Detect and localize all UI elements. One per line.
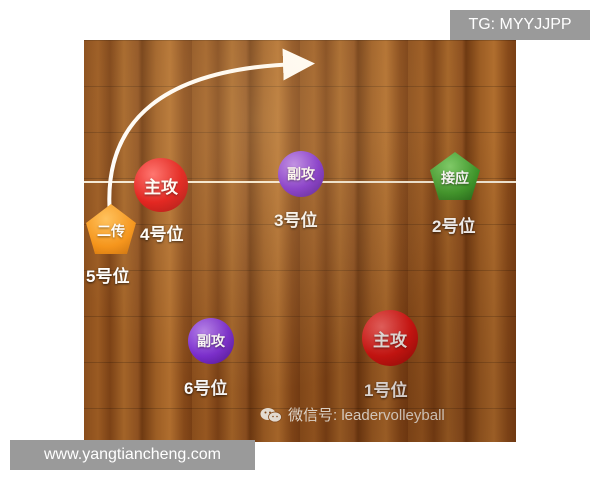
position-label-4: 4号位 — [140, 225, 184, 244]
position-label-3: 3号位 — [274, 211, 318, 230]
player-outside-hitter-4: 主攻 — [134, 158, 188, 212]
player-role-label: 副攻 — [197, 333, 225, 349]
wechat-icon — [260, 407, 282, 422]
player-role-label: 主攻 — [373, 330, 407, 350]
tg-watermark-badge: TG: MYYJJPP — [450, 10, 590, 40]
wechat-watermark-text: 微信号: leadervolleyball — [288, 407, 445, 424]
player-middle-blocker-6: 副攻 — [188, 318, 234, 364]
player-role-label: 接应 — [441, 170, 469, 186]
player-role-label: 副攻 — [287, 166, 315, 182]
position-label-5: 5号位 — [86, 267, 130, 286]
player-role-label: 主攻 — [144, 177, 178, 197]
position-label-1: 1号位 — [364, 381, 408, 400]
player-role-label: 二传 — [97, 223, 125, 239]
player-outside-hitter-1: 主攻 — [362, 310, 418, 366]
wechat-watermark: 微信号: leadervolleyball — [260, 404, 445, 425]
volleyball-court: 主攻 4号位 副攻 3号位 接应 2号位 二传 5号位 副攻 6号位 主攻 1号… — [84, 40, 516, 442]
player-opposite-2: 接应 — [430, 152, 480, 200]
position-label-2: 2号位 — [432, 217, 476, 236]
setter-movement-arrow — [107, 48, 315, 216]
site-watermark-badge: www.yangtiancheng.com — [10, 440, 255, 470]
player-middle-blocker-3: 副攻 — [278, 151, 324, 197]
position-label-6: 6号位 — [184, 379, 228, 398]
